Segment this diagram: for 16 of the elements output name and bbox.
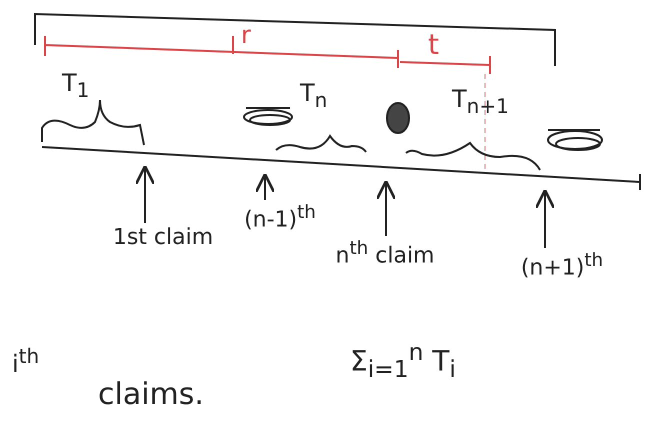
- leader-arrow: [254, 172, 276, 200]
- formula-text: Σ$_{i=1}$$^{n}$ T$_{i}$: [350, 340, 456, 383]
- claim-label: 1st claim: [88, 225, 238, 250]
- interval-label: T$_{1}$: [62, 70, 90, 101]
- interval-label: T$_{n+1}$: [452, 86, 509, 117]
- claim-label: (n+1)$^{th}$: [502, 250, 622, 281]
- claim-label: (n-1)$^{th}$: [238, 202, 322, 233]
- leader-arrow: [134, 164, 156, 223]
- claim-label: n$^{th}$ claim: [335, 238, 435, 269]
- dimension-label: r: [241, 22, 251, 48]
- dimension-label: t: [428, 30, 439, 61]
- note-text: i$^{th}$: [12, 345, 40, 378]
- interval-label: T$_{n}$: [300, 80, 328, 111]
- note-text: claims.: [98, 378, 204, 411]
- leader-arrow: [534, 188, 556, 248]
- leader-arrow: [376, 180, 396, 236]
